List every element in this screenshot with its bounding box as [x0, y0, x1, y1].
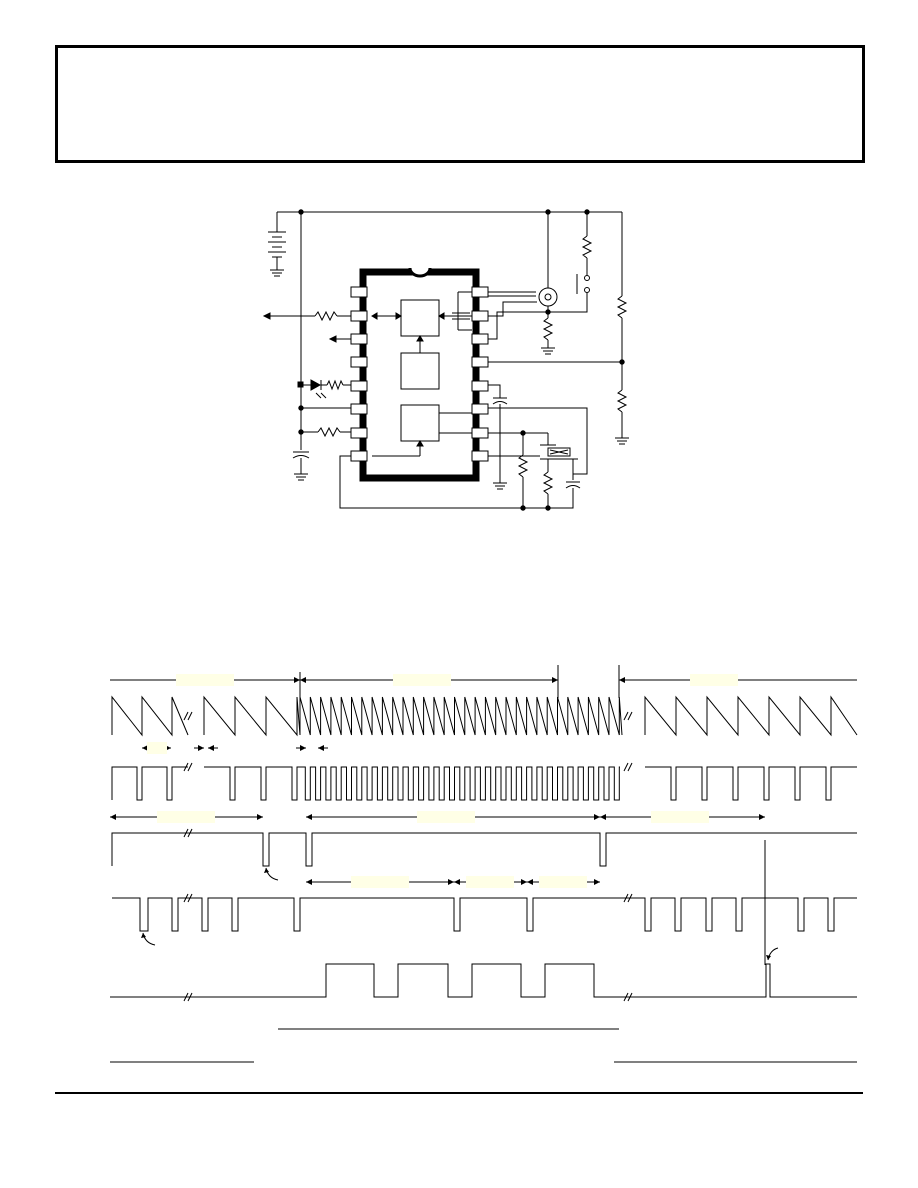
resistor-right-pulldown — [542, 317, 554, 341]
dimension-arrowhead — [300, 677, 306, 683]
dimension-label-patch — [393, 674, 451, 686]
dimension-arrowhead — [619, 677, 625, 683]
pulse-segment — [645, 766, 857, 801]
led-symbol — [310, 379, 327, 399]
dimension-label-patch — [651, 811, 709, 823]
dimension-arrowhead — [294, 677, 300, 683]
piezo-transducer — [538, 287, 558, 307]
dimension-arrowhead — [594, 814, 600, 820]
axis-break-mark — [623, 893, 633, 903]
callout-arrowhead — [766, 955, 771, 960]
sawtooth-segment-slow — [203, 695, 301, 737]
dimension-label-patch — [157, 811, 215, 823]
dimension-label-patch — [147, 742, 167, 754]
callout-arrow — [767, 947, 779, 961]
pulse-segment — [204, 766, 300, 801]
ic-chip — [350, 267, 489, 482]
sawtooth-segment-fast — [299, 696, 623, 736]
junction-dot — [545, 505, 551, 511]
ic-pins-left — [350, 286, 368, 462]
dimension-arrowhead — [257, 814, 263, 820]
dimension-arrowhead — [454, 879, 460, 885]
dimension-arrowhead — [198, 745, 204, 751]
callout-arrow — [142, 932, 156, 946]
axis-break-mark — [183, 762, 193, 772]
dimension-arrowhead — [300, 745, 306, 751]
battery-symbol — [268, 212, 286, 277]
ic-notch — [408, 267, 432, 278]
axis-break-mark — [623, 711, 633, 721]
footer-rule — [55, 1092, 863, 1094]
sawtooth-segment-slow — [111, 695, 189, 737]
header-box — [55, 45, 865, 163]
resistor-switch — [581, 235, 593, 259]
dimension-arrowhead — [527, 879, 533, 885]
circuit-schematic — [262, 209, 629, 511]
dimension-label-patch — [417, 811, 475, 823]
capacitor-left — [292, 451, 310, 481]
pulse-segment — [111, 766, 188, 801]
dimension-arrowhead — [142, 745, 148, 751]
axis-break-mark — [623, 992, 633, 1002]
resistor-left-1 — [314, 310, 338, 322]
axis-break-mark — [183, 828, 193, 838]
dimension-label-patch — [466, 876, 514, 888]
callout-arrowhead — [264, 868, 269, 873]
dimension-arrowhead — [208, 745, 214, 751]
crystal-symbol — [540, 433, 578, 460]
ic-block-middle — [400, 352, 440, 390]
dimension-arrowhead — [759, 814, 765, 820]
resistor-divider-bottom — [616, 389, 628, 413]
ic-block-lower — [400, 404, 440, 442]
ic-block-upper — [400, 299, 440, 337]
resistor-left-3 — [317, 426, 341, 438]
sawtooth-segment-slow — [644, 695, 858, 737]
dimension-arrowhead — [318, 745, 324, 751]
capacitor-crystal — [565, 481, 581, 489]
callout-arrow — [265, 867, 279, 881]
pulse-train-row — [111, 832, 857, 867]
axis-break-mark — [183, 711, 193, 721]
capacitor-timing — [492, 397, 508, 405]
axis-break-mark — [183, 893, 193, 903]
dimension-arrowhead — [521, 879, 527, 885]
dimension-label-patch — [690, 674, 738, 686]
dimension-arrowhead — [306, 879, 312, 885]
resistor-crystal-2 — [542, 471, 554, 495]
dimension-label-patch — [539, 876, 587, 888]
pushbutton-switch — [576, 274, 590, 294]
timing-diagram — [110, 665, 858, 1063]
axis-break-mark — [183, 992, 193, 1002]
dimension-label-patch — [351, 876, 409, 888]
gated-pulse-row — [112, 897, 857, 932]
ic-pins-right — [471, 286, 489, 462]
dimension-label-patch — [176, 674, 234, 686]
dimension-arrowhead — [594, 879, 600, 885]
dimension-arrowhead — [110, 814, 116, 820]
callout-arrowhead — [141, 933, 146, 938]
feedback-loop-wire — [339, 455, 574, 509]
dimension-arrowhead — [306, 814, 312, 820]
resistor-crystal-1 — [517, 454, 529, 478]
output-square-wave — [110, 963, 857, 998]
dimension-arrowhead — [448, 879, 454, 885]
pulse-segment-fast — [300, 766, 620, 801]
resistor-left-2 — [326, 379, 344, 391]
dimension-arrowhead — [552, 677, 558, 683]
dimension-arrowhead — [600, 814, 606, 820]
axis-break-mark — [623, 762, 633, 772]
junction-dot — [520, 505, 526, 511]
resistor-divider-top — [616, 295, 628, 319]
